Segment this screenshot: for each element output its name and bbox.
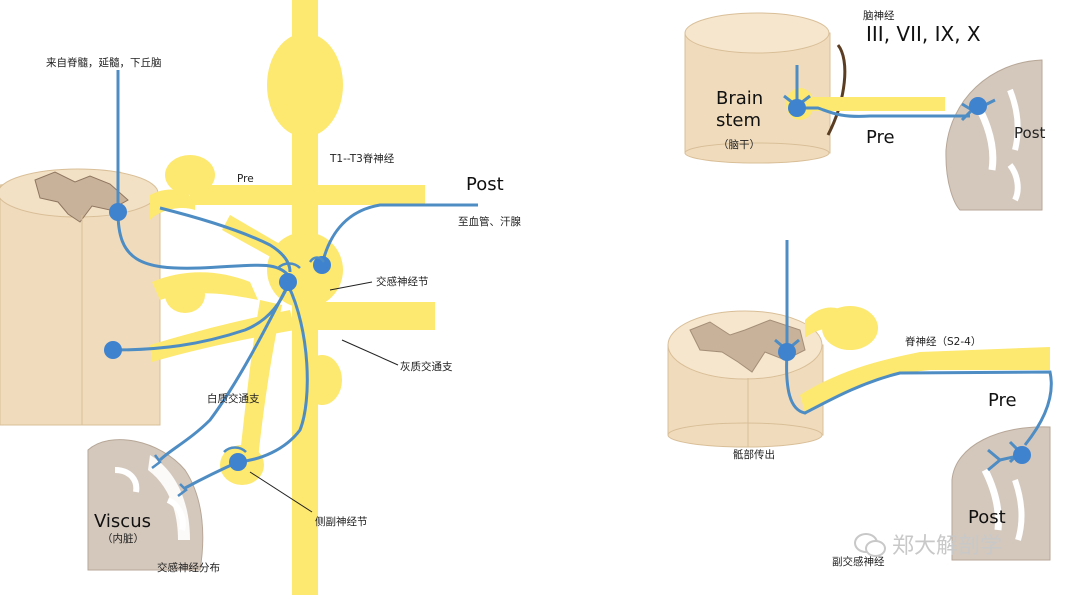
viscus-label: Viscus bbox=[94, 511, 151, 532]
cranial-neurons bbox=[788, 97, 987, 117]
viscus-organ bbox=[87, 439, 204, 571]
pre-label-left: Pre bbox=[237, 173, 254, 185]
sacral-neurons bbox=[778, 343, 1031, 464]
pre-label-top: Pre bbox=[866, 127, 895, 148]
watermark: 郑大解剖学 bbox=[852, 528, 1002, 560]
wechat-icon bbox=[852, 531, 886, 557]
sacral-nerve bbox=[800, 306, 1050, 412]
stem-label: stem bbox=[716, 110, 761, 131]
collateral-ganglion-label: 侧副神经节 bbox=[315, 515, 368, 528]
viscus-cn-label: （内脏） bbox=[102, 532, 144, 545]
sacral-parasympathetic-diagram: 脊神经（S2-4） Pre 骶部传出 Post 副交感神经 bbox=[667, 240, 1053, 568]
post-label-bottom: Post bbox=[968, 507, 1006, 528]
ganglion-label: 交感神经节 bbox=[376, 275, 429, 288]
sympathetic-diagram: 来自脊髓，延髓，下丘脑 Pre T1--T3脊神经 Post 至血管、汗腺 交感… bbox=[0, 0, 521, 595]
gray-ramus-label: 灰质交通支 bbox=[400, 360, 453, 373]
cranial-nerve-numbers: III, VII, IX, X bbox=[866, 22, 981, 46]
origin-label: 来自脊髓，延髓，下丘脑 bbox=[46, 56, 162, 69]
watermark-text: 郑大解剖学 bbox=[892, 534, 1003, 559]
target-label: 至血管、汗腺 bbox=[458, 215, 521, 228]
spinal-cord-sacral bbox=[667, 310, 824, 448]
post-label-top: Post bbox=[1014, 124, 1046, 142]
t1t3-label: T1--T3脊神经 bbox=[329, 152, 395, 165]
sympathetic-caption: 交感神经分布 bbox=[157, 561, 220, 574]
target-organ-top bbox=[945, 59, 1043, 211]
white-ramus-label: 白质交通支 bbox=[207, 392, 260, 405]
parasympathetic-caption: 副交感神经 bbox=[832, 555, 885, 568]
sympathetic-pathways bbox=[112, 70, 478, 490]
cranial-parasympathetic-diagram: 脑神经 III, VII, IX, X Brain stem （脑干） Pre … bbox=[684, 9, 1046, 211]
sacral-outflow-label: 骶部传出 bbox=[733, 448, 775, 461]
brainstem bbox=[684, 12, 847, 164]
cranial-nerve-label: 脑神经 bbox=[863, 9, 895, 22]
spinal-nerve-label: 脊神经（S2-4） bbox=[905, 335, 981, 348]
pointer-lines bbox=[249, 281, 399, 513]
brain-label: Brain bbox=[716, 88, 763, 109]
spinal-cord-left bbox=[0, 168, 161, 426]
brainstem-cn-label: （脑干） bbox=[718, 138, 760, 151]
pre-label-bottom: Pre bbox=[988, 390, 1017, 411]
sympathetic-neurons bbox=[104, 203, 331, 471]
synapse-marks bbox=[151, 256, 326, 497]
post-label-left: Post bbox=[466, 174, 504, 195]
